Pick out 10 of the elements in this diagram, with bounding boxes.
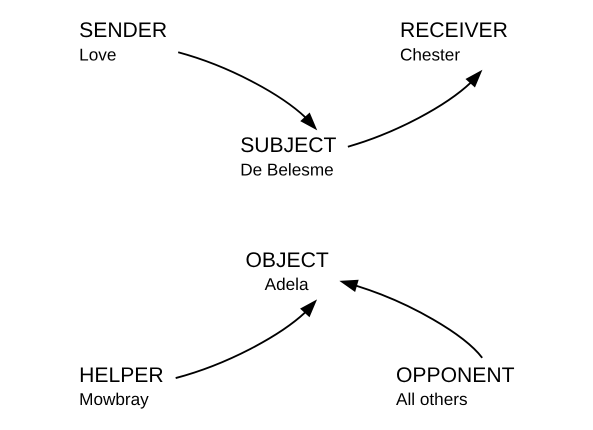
node-text: OBJECT Adela [245,248,328,294]
node-text: OPPONENT All others [396,364,514,409]
node-text: HELPER Mowbray [78,364,164,409]
node-text: RECEIVER Chester [399,19,508,64]
arrow [338,280,482,358]
node-text: SENDER Love [78,19,167,64]
arrow [177,51,317,130]
arrow [174,299,317,379]
arrow [347,70,482,148]
node-text: SUBJECT De Belesme [240,134,336,180]
